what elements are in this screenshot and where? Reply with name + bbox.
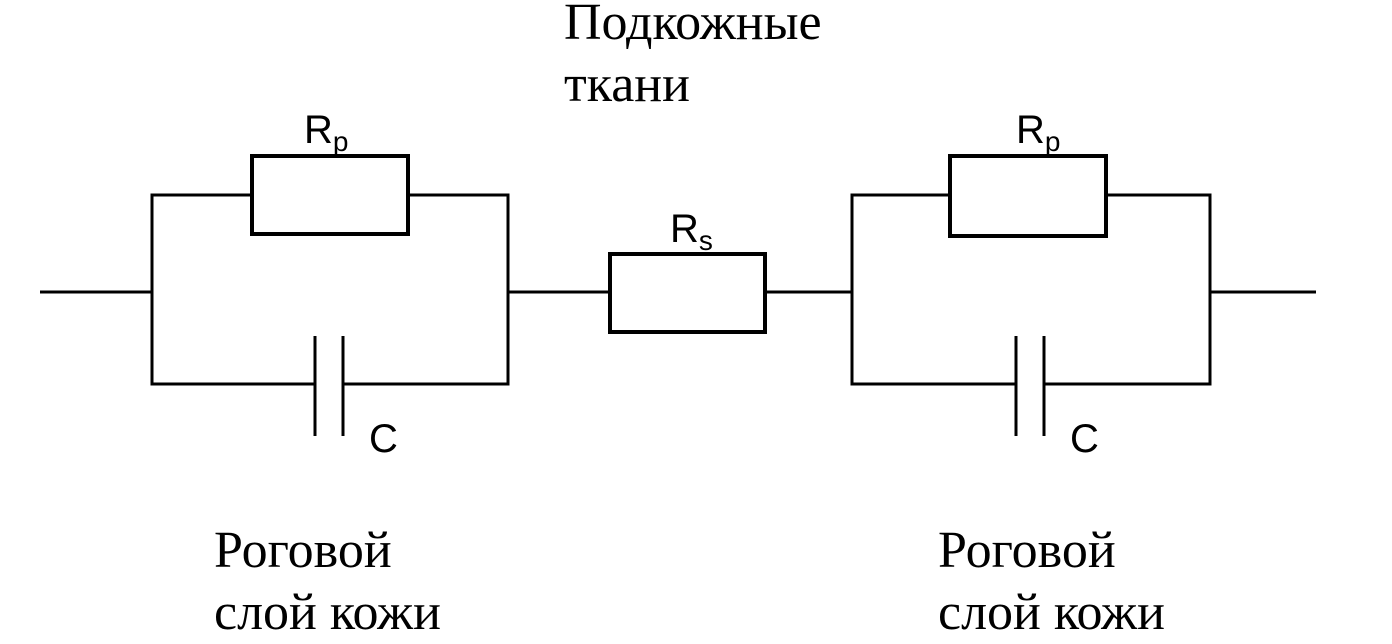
left-bottom-branch-wire-right xyxy=(343,292,510,386)
right-parallel-block: Rp C xyxy=(850,108,1212,461)
right-caption-line-1: Роговой xyxy=(938,522,1116,579)
right-rp-label: Rp xyxy=(1016,108,1060,157)
right-c-label: C xyxy=(1070,417,1099,461)
left-bottom-branch-wire-left xyxy=(150,292,315,386)
right-stratum-corneum-label: Роговой слой кожи xyxy=(938,520,1165,644)
subcutaneous-tissue-label: Подкожные ткани xyxy=(564,0,822,116)
right-rp-resistor xyxy=(948,154,1108,238)
left-top-branch-wire-left xyxy=(150,193,252,292)
subcutaneous-tissue-line-2: ткани xyxy=(564,56,690,113)
right-bottom-branch-wire-left xyxy=(850,292,1016,386)
right-top-branch-wire-left xyxy=(850,193,950,292)
right-top-branch-wire-right xyxy=(1106,193,1212,292)
left-rp-resistor xyxy=(250,154,410,236)
rs-resistor xyxy=(608,252,767,334)
left-caption-line-2: слой кожи xyxy=(214,584,441,641)
subcutaneous-tissue-line-1: Подкожные xyxy=(564,0,822,51)
left-c-label: C xyxy=(369,417,398,461)
left-caption-line-1: Роговой xyxy=(214,522,392,579)
right-caption-line-2: слой кожи xyxy=(938,584,1165,641)
rs-label: Rs xyxy=(670,207,713,256)
left-top-branch-wire-right xyxy=(408,193,510,292)
left-parallel-block: Rp C xyxy=(150,108,510,461)
left-stratum-corneum-label: Роговой слой кожи xyxy=(214,520,441,644)
right-bottom-branch-wire-right xyxy=(1044,292,1212,386)
left-rp-label: Rp xyxy=(304,108,348,157)
